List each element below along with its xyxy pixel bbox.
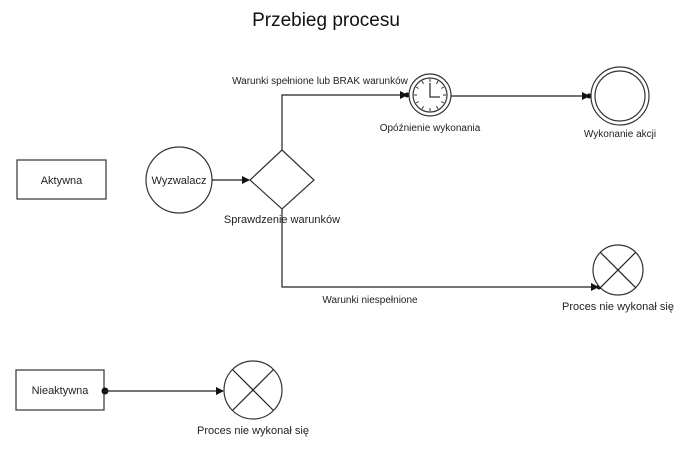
- edge-connector-dot: [586, 93, 592, 99]
- edge-label-conditions-not-met: Warunki niespełnione: [322, 295, 418, 306]
- trigger-label: Wyzwalacz: [152, 175, 207, 187]
- action-end-label: Wykonanie akcji: [584, 129, 656, 140]
- active-state-label: Aktywna: [41, 175, 83, 187]
- diagram-title: Przebieg procesu: [252, 10, 400, 31]
- edge-connector-dot: [404, 92, 410, 98]
- not-executed-node-top[interactable]: [592, 244, 644, 296]
- delay-timer-node[interactable]: [408, 73, 452, 117]
- condition-check-gateway[interactable]: [249, 149, 315, 210]
- edge-conditions-met: [281, 91, 408, 150]
- inactive-state-node[interactable]: Nieaktywna: [15, 369, 105, 411]
- cancel-x-icon: [599, 251, 637, 289]
- active-state-node[interactable]: Aktywna: [16, 159, 107, 200]
- not-executed-label-top: Proces nie wykonał się: [562, 301, 674, 313]
- action-end-node[interactable]: [590, 66, 650, 126]
- not-executed-node-bottom[interactable]: [223, 360, 283, 420]
- inactive-state-label: Nieaktywna: [32, 385, 90, 397]
- cancel-x-icon: [232, 369, 274, 411]
- edge-conditions-not-met: [281, 209, 599, 291]
- edge-label-conditions-met: Warunki spełnione lub BRAK warunków: [232, 76, 409, 87]
- not-executed-label-bottom: Proces nie wykonał się: [197, 425, 309, 437]
- trigger-node[interactable]: Wyzwalacz: [145, 146, 213, 214]
- delay-label: Opóźnienie wykonania: [380, 123, 481, 134]
- clock-icon: [414, 79, 446, 111]
